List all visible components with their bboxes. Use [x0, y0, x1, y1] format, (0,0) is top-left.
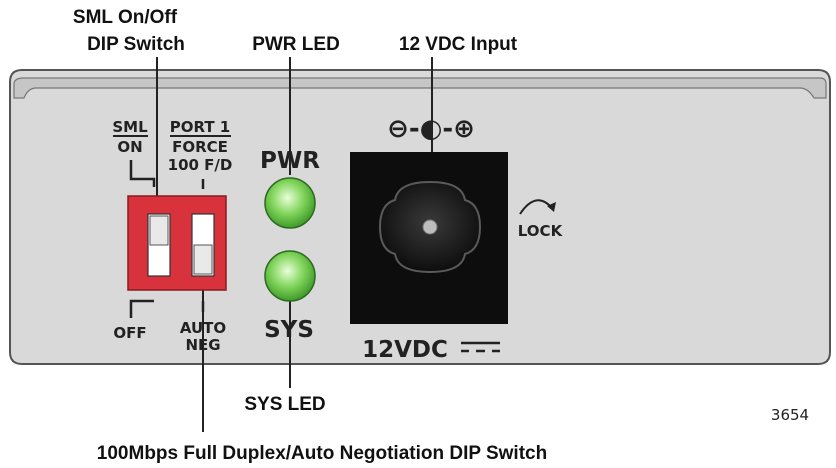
dc-power-jack[interactable] [350, 152, 508, 324]
label-sys: SYS [264, 317, 314, 343]
label-100fd: 100 F/D [168, 156, 233, 174]
on-indicator-mark [129, 160, 156, 187]
callout-sys-led: SYS LED [244, 394, 325, 415]
callout-pwr-led: PWR LED [252, 34, 340, 55]
dip-switch-block [127, 195, 227, 291]
label-12vdc: 12VDC [362, 337, 448, 363]
sys-led [264, 250, 316, 302]
lock-arrowhead-icon [547, 202, 556, 212]
callout-sml-line2: DIP Switch [87, 34, 185, 55]
label-off: OFF [113, 324, 146, 342]
pwr-led [264, 177, 316, 229]
sml-dip-toggle[interactable] [149, 215, 169, 246]
callout-sml-line1: SML On/Off [73, 7, 178, 28]
label-lock: LOCK [518, 222, 564, 240]
dc-jack-pin [422, 219, 438, 235]
label-sml: SML [112, 118, 148, 136]
polarity-symbol: ⊖-◐-⊕ [387, 114, 475, 144]
label-neg: NEG [185, 336, 220, 354]
label-auto: AUTO [180, 319, 226, 337]
label-port1: PORT 1 [170, 118, 231, 136]
port-dip-toggle[interactable] [193, 244, 213, 275]
off-indicator-mark [129, 299, 154, 318]
label-on: ON [117, 138, 142, 156]
label-pwr: PWR [260, 148, 320, 174]
callout-dc-input: 12 VDC Input [399, 34, 518, 55]
label-force: FORCE [172, 138, 228, 156]
dc-symbol-icon [461, 341, 500, 353]
callout-port-switch: 100Mbps Full Duplex/Auto Negotiation DIP… [97, 443, 547, 464]
figure-number: 3654 [771, 406, 809, 424]
